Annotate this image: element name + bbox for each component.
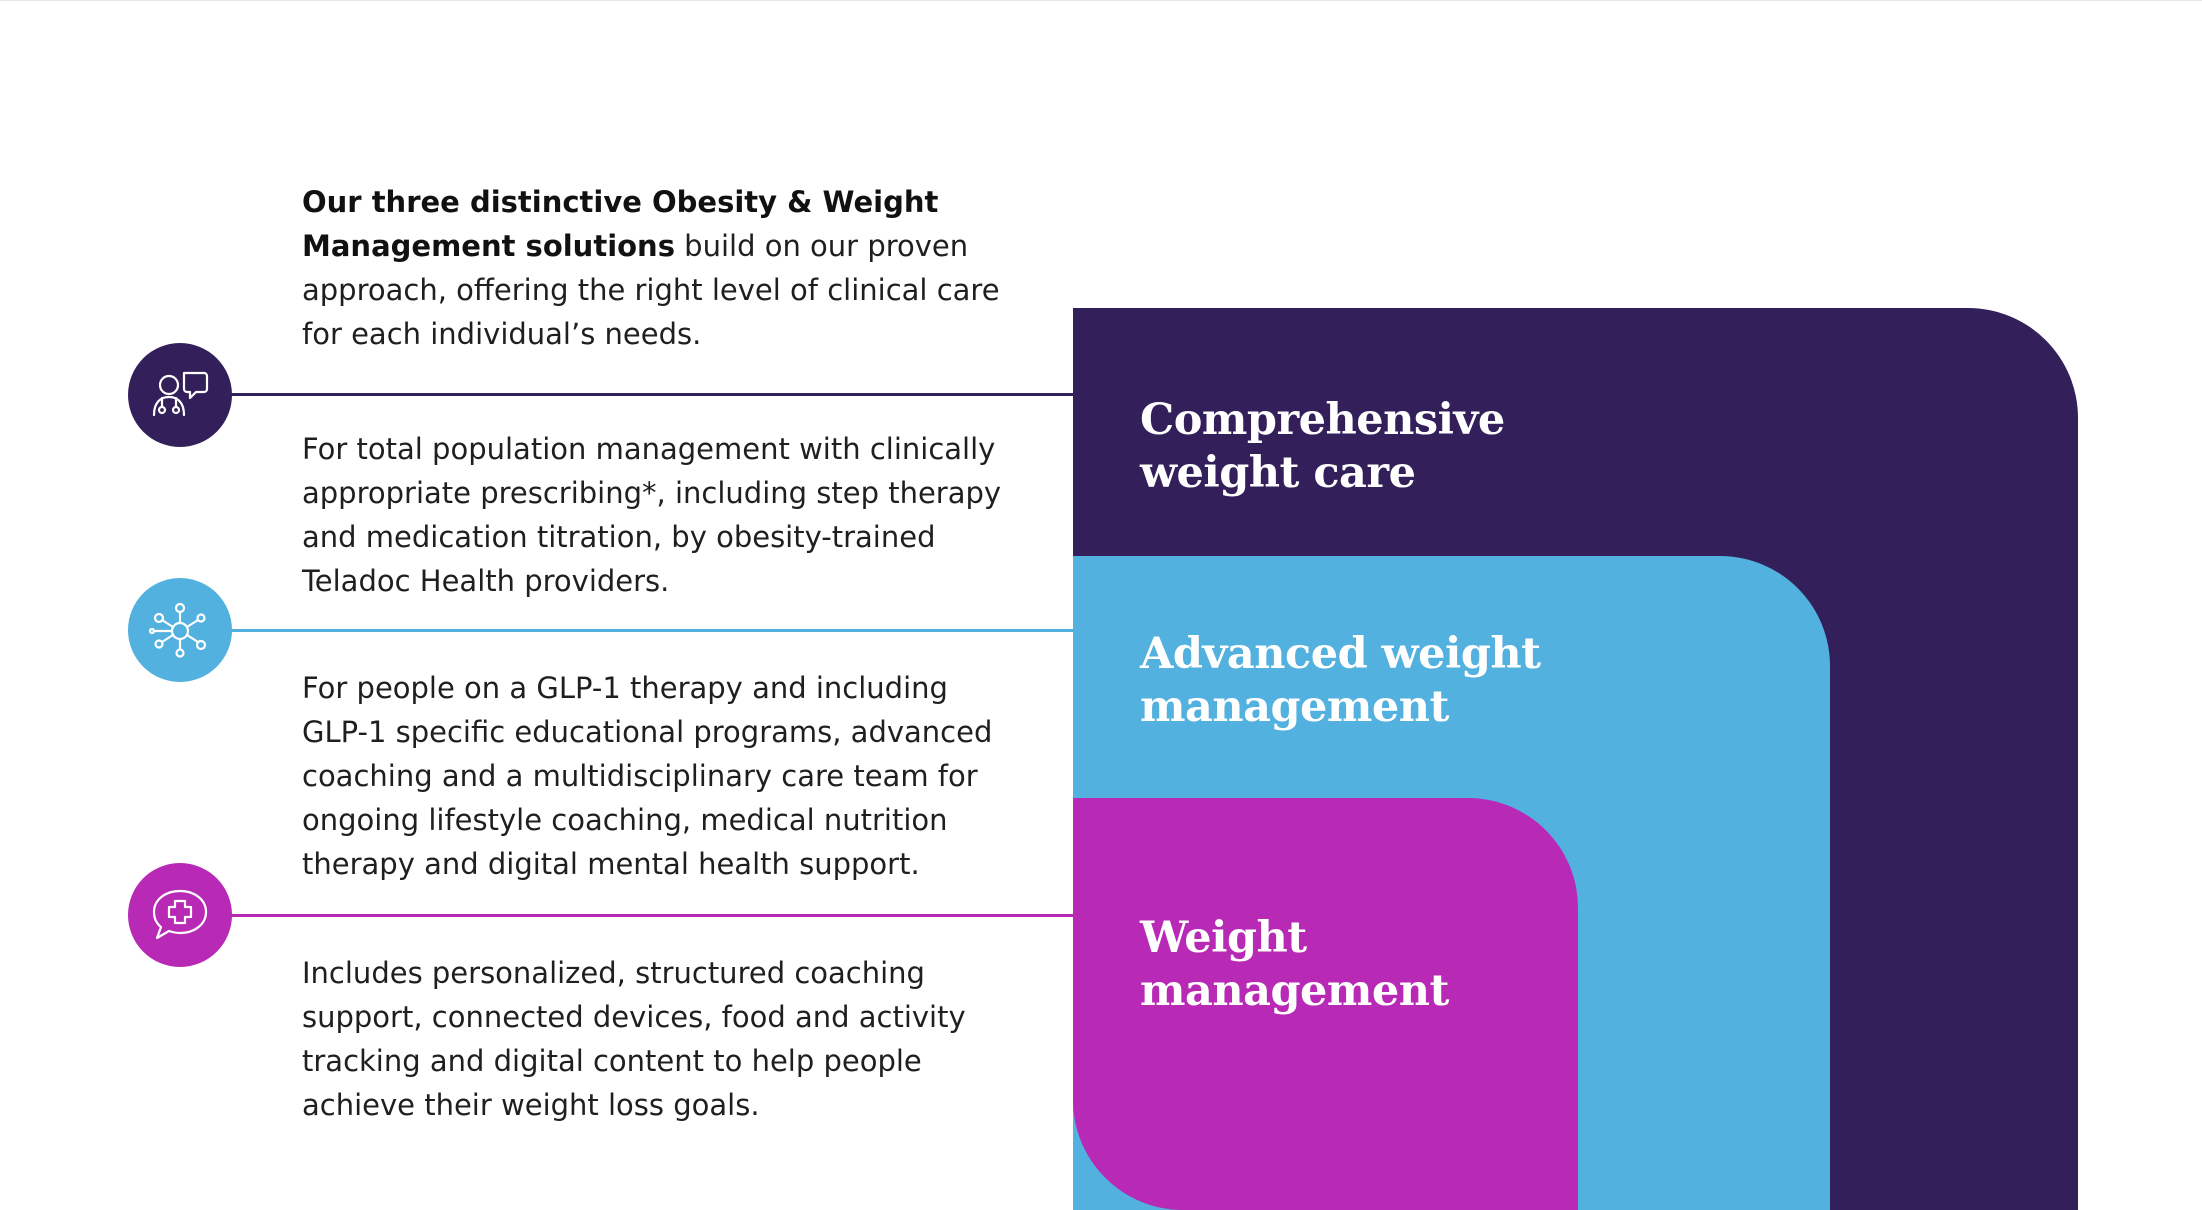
intro-bold-text: Our three distinctive Obesity & Weight M… — [302, 185, 939, 263]
comprehensive-weight-care-label: Comprehensive weight care — [1140, 394, 1660, 500]
weight-management-description: Includes personalized, structured coachi… — [302, 956, 966, 1122]
weight-label-line2: management — [1140, 966, 1449, 1016]
advanced-label-line1: Advanced weight — [1140, 629, 1541, 679]
network-hub-icon — [128, 578, 232, 682]
weight-management-panel: Weight management — [1073, 798, 1578, 1210]
connector-line-comprehensive — [230, 393, 1073, 396]
connector-line-advanced — [230, 629, 1073, 632]
intro-body-text: build on our proven approach, offering t… — [302, 229, 1000, 351]
top-divider — [0, 0, 2202, 1]
health-chat-icon — [128, 863, 232, 967]
weight-management-label: Weight management — [1140, 912, 1660, 1018]
weight-label-line1: Weight — [1140, 913, 1307, 963]
advanced-description: For people on a GLP-1 therapy and includ… — [302, 671, 993, 881]
intro-paragraph: Our three distinctive Obesity & Weight M… — [302, 180, 1022, 356]
connector-line-weight — [230, 914, 1073, 917]
comprehensive-label-line1: Comprehensive — [1140, 395, 1505, 445]
care-team-icon — [128, 343, 232, 447]
comprehensive-description: For total population management with cli… — [302, 432, 1002, 598]
advanced-label-line2: management — [1140, 682, 1449, 732]
advanced-weight-management-label: Advanced weight management — [1140, 628, 1660, 734]
comprehensive-label-line2: weight care — [1140, 448, 1416, 498]
